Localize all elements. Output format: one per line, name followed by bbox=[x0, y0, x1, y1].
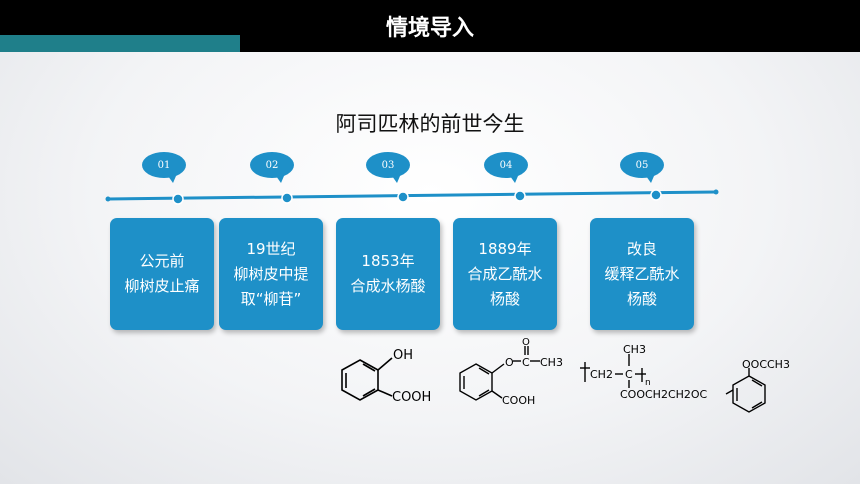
timeline-dot-5 bbox=[650, 189, 662, 201]
milestone-text: 杨酸 bbox=[626, 289, 657, 308]
chem-label: C bbox=[625, 368, 633, 381]
milestone-number-badge: 05 bbox=[620, 152, 664, 183]
milestone-card: 1853年 合成水杨酸 bbox=[336, 218, 440, 330]
milestone-text: 19世纪 bbox=[246, 239, 296, 258]
timeline-dot-3 bbox=[397, 191, 409, 203]
chem-label: CH3 bbox=[623, 343, 646, 356]
milestone-number-badge: 04 bbox=[484, 152, 528, 183]
chem-label: C bbox=[522, 356, 530, 369]
header-bar: 情境导入 bbox=[0, 0, 860, 52]
chem-label: COOCH2CH2OC bbox=[620, 388, 708, 401]
chem-label: n bbox=[645, 378, 651, 388]
milestone-text: 1853年 bbox=[361, 252, 415, 270]
chem-label: O bbox=[522, 337, 530, 348]
timeline-dot-2 bbox=[281, 192, 293, 204]
milestone-text: 合成乙酰水 bbox=[467, 264, 543, 283]
slide-title: 情境导入 bbox=[385, 16, 474, 41]
milestone-text: 缓释乙酰水 bbox=[604, 264, 680, 283]
milestone-text: 柳树皮止痛 bbox=[124, 277, 200, 295]
salicylic-acid-structure: OH COOH bbox=[341, 348, 431, 405]
milestone-text: 合成水杨酸 bbox=[350, 277, 426, 295]
milestone-text: 柳树皮中提 bbox=[233, 264, 309, 283]
milestone-text: 改良 bbox=[626, 239, 657, 258]
milestone-card: 公元前 柳树皮止痛 bbox=[110, 218, 214, 330]
chem-label: OOCCH3 bbox=[742, 358, 790, 371]
milestone-number-badge: 03 bbox=[366, 152, 410, 183]
chem-label: COOH bbox=[392, 390, 431, 405]
aspirin-structure: O C CH3 O COOH bbox=[459, 337, 563, 407]
milestone-text: 取“柳苷” bbox=[240, 289, 302, 308]
header-accent-bar bbox=[0, 35, 240, 52]
milestone-card: 改良 缓释乙酰水 杨酸 bbox=[590, 218, 694, 330]
milestone-number-badge: 02 bbox=[250, 152, 294, 183]
milestone-card: 1889年 合成乙酰水 杨酸 bbox=[453, 218, 557, 330]
milestone-text: 1889年 bbox=[478, 239, 532, 258]
chem-label: CH3 bbox=[540, 356, 563, 369]
chem-label: CH2 bbox=[590, 368, 613, 381]
chem-label: COOH bbox=[502, 394, 535, 407]
timeline-dot-4 bbox=[514, 190, 526, 202]
chem-label: OH bbox=[393, 348, 413, 363]
slide-subtitle: 阿司匹林的前世今生 bbox=[335, 112, 525, 136]
milestone-number-badge: 01 bbox=[142, 152, 186, 183]
chem-label: O bbox=[505, 356, 514, 369]
polymer-aspirin-structure: CH3 CH2 C n COOCH2CH2OC OOCCH3 bbox=[580, 343, 790, 413]
timeline-dot-1 bbox=[172, 193, 184, 205]
milestone-text: 杨酸 bbox=[489, 289, 520, 308]
milestone-text: 公元前 bbox=[139, 252, 185, 270]
milestone-card: 19世纪 柳树皮中提 取“柳苷” bbox=[219, 218, 323, 330]
